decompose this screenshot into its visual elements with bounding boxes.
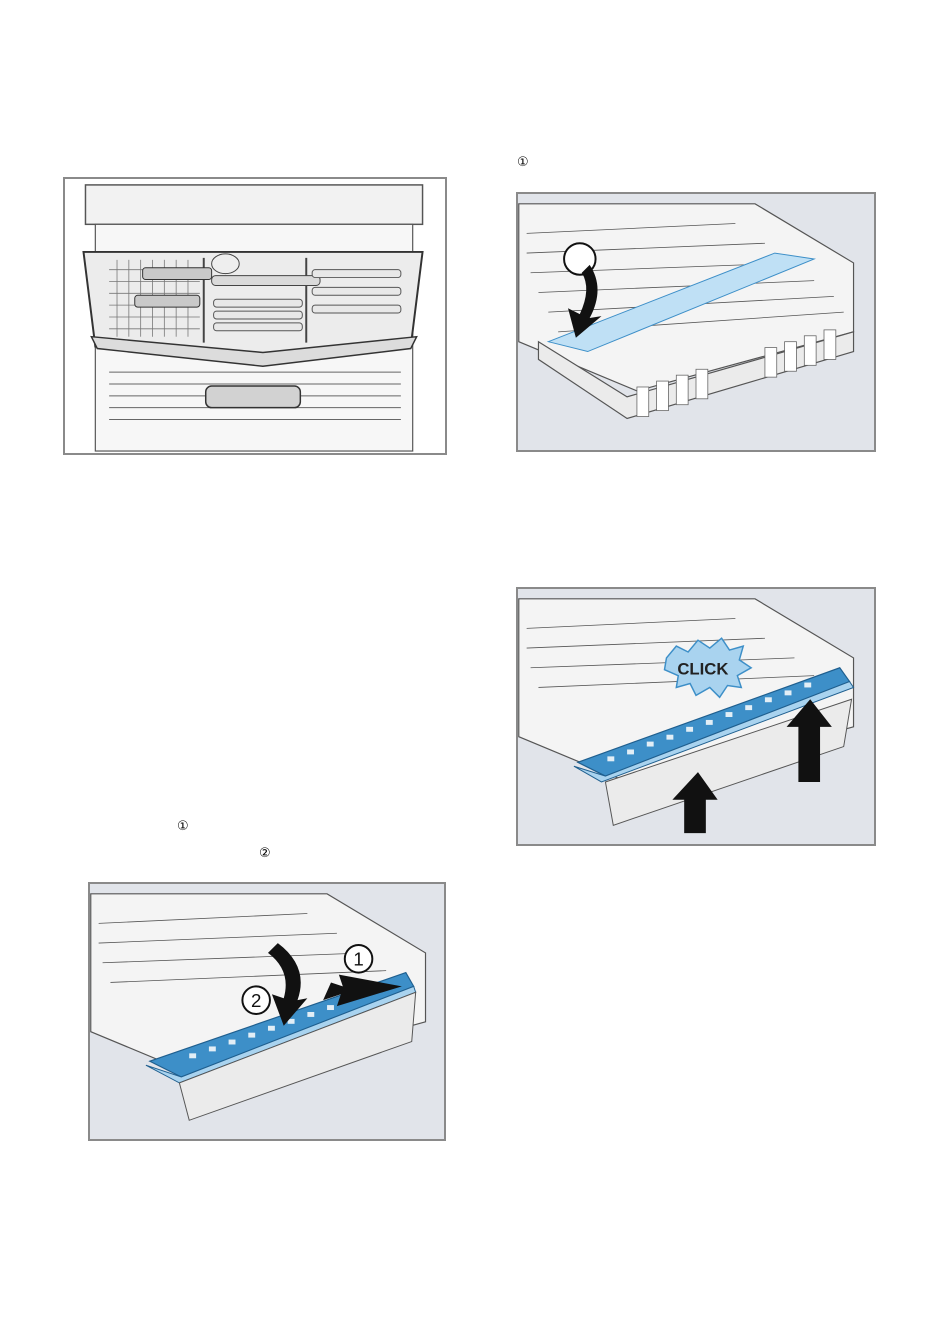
click-label: CLICK (677, 660, 728, 679)
tray-click-illustration: CLICK (516, 587, 876, 846)
tray-insert-step1-illustration (516, 192, 876, 452)
arrow-1-label: 1 (353, 949, 363, 970)
rack-tray-click-illustration: CLICK (518, 589, 874, 844)
arrow-2-label: 2 (251, 990, 261, 1011)
step-marker-1-top: ① (517, 155, 529, 170)
rack-tray-steps-illustration: 1 2 (90, 884, 444, 1139)
tray-insert-steps-illustration: 1 2 (88, 882, 446, 1141)
step-marker-1-bottom: ① (177, 819, 189, 834)
dishwasher-illustration (65, 179, 445, 453)
step-marker-2-bottom: ② (259, 846, 271, 861)
dishwasher-cutlery-drawer-illustration (63, 177, 447, 455)
rack-tray-illustration (518, 194, 874, 450)
